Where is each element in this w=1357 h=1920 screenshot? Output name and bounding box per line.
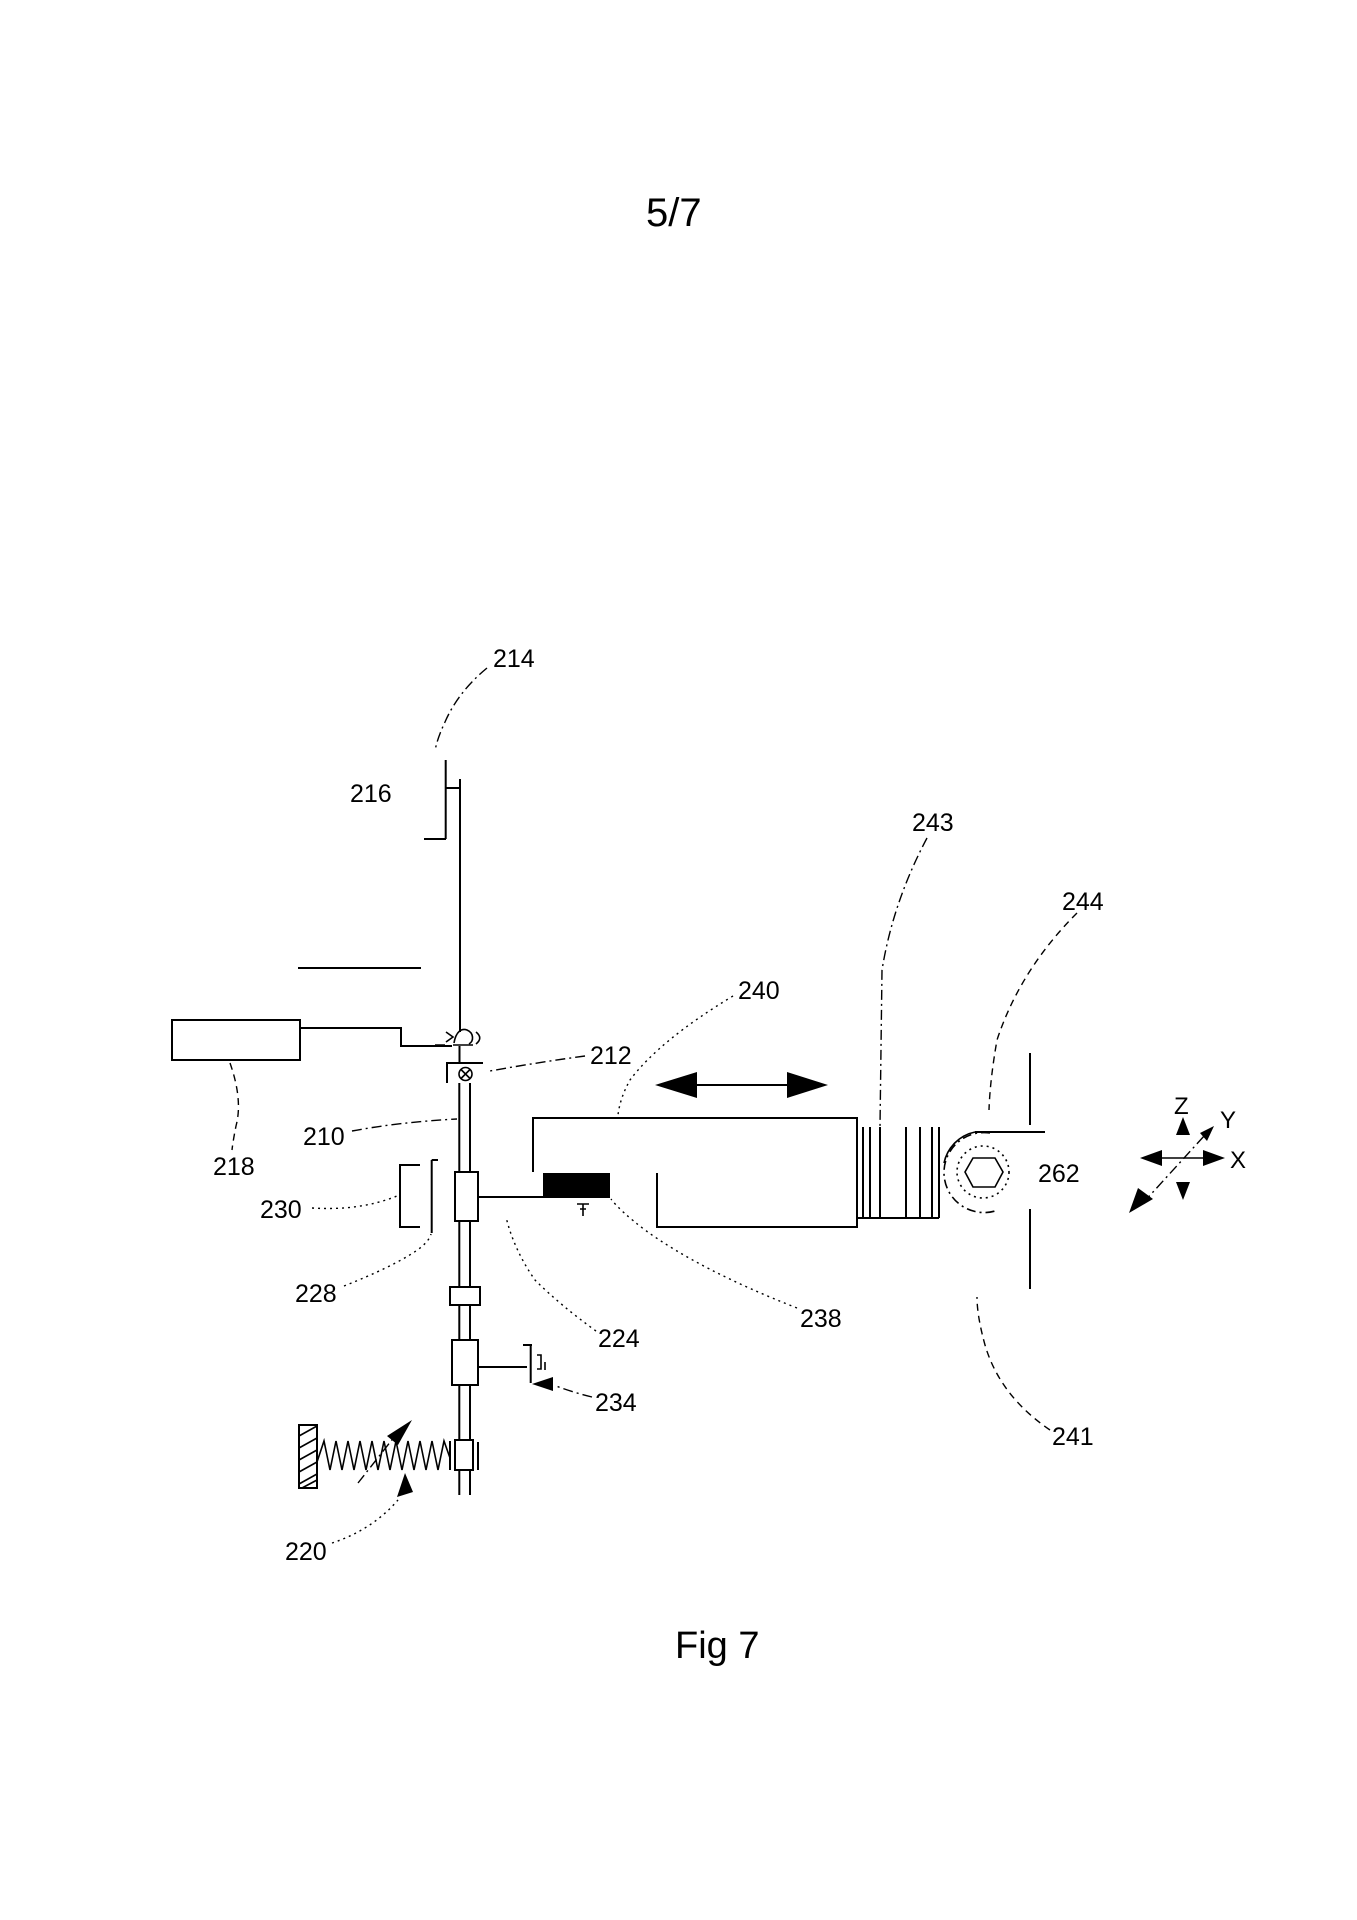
leader-224 xyxy=(505,1216,597,1332)
reference-labels: 214 216 243 244 240 212 210 218 230 262 … xyxy=(213,645,1246,1566)
leader-238 xyxy=(610,1198,798,1309)
motion-arrow-icon xyxy=(655,1072,828,1098)
hex-socket-icon xyxy=(964,1157,1004,1188)
label-244: 244 xyxy=(1062,888,1104,916)
sensor-box xyxy=(171,1019,452,1061)
magnet-block xyxy=(543,1173,610,1197)
label-243: 243 xyxy=(912,809,954,837)
pivot-cross-icon xyxy=(458,1066,473,1082)
spring-coil-icon xyxy=(316,1437,451,1471)
label-262: 262 xyxy=(1038,1160,1080,1188)
z-up-arrowhead xyxy=(1176,1117,1190,1135)
label-234: 234 xyxy=(595,1389,637,1417)
label-228: 228 xyxy=(295,1280,337,1308)
leader-218 xyxy=(229,1062,240,1151)
spring-assembly xyxy=(298,1424,451,1489)
axis-widget xyxy=(1129,1117,1225,1213)
t-mark-icon xyxy=(577,1203,589,1216)
spring-motion-arrow xyxy=(357,1420,412,1484)
label-218: 218 xyxy=(213,1153,255,1181)
label-axis-z: Z xyxy=(1174,1093,1189,1120)
leader-241 xyxy=(976,1296,1051,1431)
label-216: 216 xyxy=(350,780,392,808)
label-238: 238 xyxy=(800,1305,842,1333)
x-right-arrowhead xyxy=(1203,1150,1225,1166)
leader-230 xyxy=(311,1195,398,1210)
y-down-arrowhead xyxy=(1129,1188,1153,1213)
label-220: 220 xyxy=(285,1538,327,1566)
label-210: 210 xyxy=(303,1123,345,1151)
label-214: 214 xyxy=(493,645,535,673)
left-arrowhead-234 xyxy=(532,1377,553,1391)
leader-243 xyxy=(879,837,928,1128)
label-230: 230 xyxy=(260,1196,302,1224)
leader-244 xyxy=(988,912,1078,1111)
clamp-brackets xyxy=(399,1159,438,1233)
label-axis-x: X xyxy=(1230,1147,1246,1174)
leader-210 xyxy=(351,1118,458,1132)
leader-228 xyxy=(343,1233,432,1287)
leader-214 xyxy=(434,667,488,752)
hook-icon xyxy=(435,1028,481,1046)
pivot-bracket xyxy=(446,1046,483,1083)
leader-234 xyxy=(555,1385,593,1398)
leader-240 xyxy=(617,995,734,1116)
stop-bracket xyxy=(478,1344,546,1383)
actuator-body xyxy=(478,1117,858,1228)
leader-220 xyxy=(331,1499,399,1544)
label-241: 241 xyxy=(1052,1423,1094,1451)
label-240: 240 xyxy=(738,977,780,1005)
up-arrowhead-220 xyxy=(397,1473,413,1497)
threaded-section xyxy=(857,1127,940,1219)
vertical-shaft xyxy=(449,1083,481,1495)
label-212: 212 xyxy=(590,1042,632,1070)
leader-lines xyxy=(229,667,1078,1544)
figure-caption: Fig 7 xyxy=(675,1625,759,1667)
screw-head xyxy=(943,1053,1045,1289)
z-down-arrowhead xyxy=(1176,1182,1190,1200)
y-up-arrowhead xyxy=(1200,1126,1214,1141)
label-224: 224 xyxy=(598,1325,640,1353)
upper-rod-assembly xyxy=(298,760,461,1032)
label-axis-y: Y xyxy=(1220,1107,1236,1134)
leader-212 xyxy=(489,1055,586,1072)
sheet-number: 5/7 xyxy=(646,191,702,235)
x-left-arrowhead xyxy=(1140,1150,1162,1166)
